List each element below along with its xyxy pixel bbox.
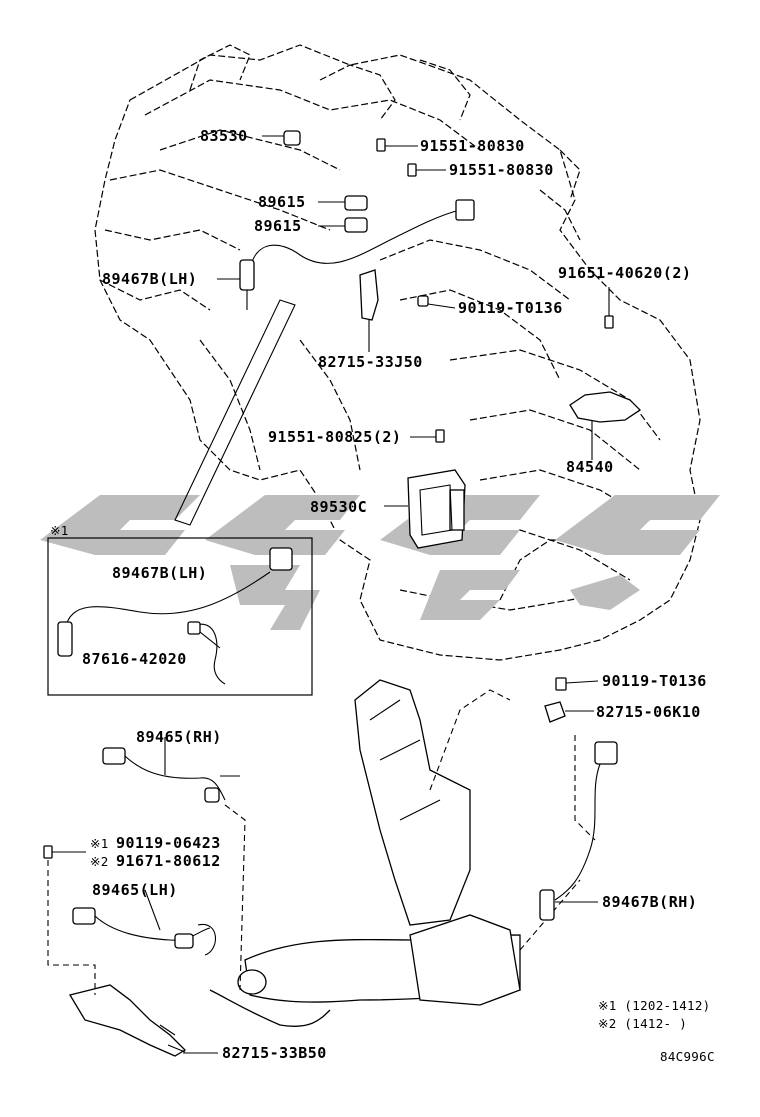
label-91651-40620[interactable]: 91651-40620(2) xyxy=(558,264,691,282)
part-89615-shapes xyxy=(344,195,368,233)
mark-2: ※2 xyxy=(90,854,109,869)
label-91551-80825[interactable]: 91551-80825(2) xyxy=(268,428,401,446)
label-89465-rh[interactable]: 89465(RH) xyxy=(136,728,222,746)
label-89467b-lh-top[interactable]: 89467B(LH) xyxy=(102,270,197,288)
label-89465-lh[interactable]: 89465(LH) xyxy=(92,881,178,899)
label-87616-42020[interactable]: 87616-42020 xyxy=(82,650,187,668)
exhaust-manifold xyxy=(209,679,581,1027)
diagram-code: 84C996C xyxy=(660,1049,715,1064)
label-89615-a[interactable]: 89615 xyxy=(258,193,306,211)
leader-lines xyxy=(52,135,610,1054)
label-91671-80612[interactable]: 91671-80612 xyxy=(116,852,221,870)
inset-mark: ※1 xyxy=(50,523,69,538)
label-82715-33b50[interactable]: 82715-33B50 xyxy=(222,1044,327,1062)
label-83530[interactable]: 83530 xyxy=(200,127,248,145)
label-84540[interactable]: 84540 xyxy=(566,458,614,476)
part-84540-shape xyxy=(569,391,642,423)
part-labels: 83530 91551-80830 91551-80830 89615 8961… xyxy=(50,127,715,1064)
ecu-89530c-shape xyxy=(407,469,466,549)
label-91551-80830-a[interactable]: 91551-80830 xyxy=(420,137,525,155)
bolt-shapes-top xyxy=(376,138,614,443)
note-1: ※1 (1202-1412) xyxy=(598,998,711,1013)
engine-outline xyxy=(94,44,701,661)
label-90119-t0136-bottom[interactable]: 90119-T0136 xyxy=(602,672,707,690)
label-82715-33j50[interactable]: 82715-33J50 xyxy=(318,353,423,371)
oxygen-sensor-rh-downstream xyxy=(539,735,618,921)
label-89467b-lh-inset[interactable]: 89467B(LH) xyxy=(112,564,207,582)
watermark-logo xyxy=(40,495,720,630)
bolt-clamp-bottom xyxy=(544,677,567,723)
label-89615-b[interactable]: 89615 xyxy=(254,217,302,235)
label-89467b-rh[interactable]: 89467B(RH) xyxy=(602,893,697,911)
leader-band xyxy=(174,299,296,526)
label-90119-t0136-top[interactable]: 90119-T0136 xyxy=(458,299,563,317)
oxygen-sensor-lh-upstream xyxy=(72,907,217,956)
oxygen-sensor-lh-top xyxy=(239,199,475,310)
inset-box xyxy=(47,537,313,696)
label-91551-80830-b[interactable]: 91551-80830 xyxy=(449,161,554,179)
mark-1: ※1 xyxy=(90,836,109,851)
label-89530c[interactable]: 89530C xyxy=(310,498,367,516)
label-90119-06423[interactable]: 90119-06423 xyxy=(116,834,221,852)
oxygen-sensor-rh-upstream xyxy=(102,747,246,991)
part-83530-shape xyxy=(283,130,301,146)
note-2: ※2 (1412- ) xyxy=(598,1016,687,1031)
label-82715-06k10[interactable]: 82715-06K10 xyxy=(596,703,701,721)
bracket-82715-33j50-shape xyxy=(359,269,379,321)
bracket-82715-33b50-shape xyxy=(43,845,187,1057)
